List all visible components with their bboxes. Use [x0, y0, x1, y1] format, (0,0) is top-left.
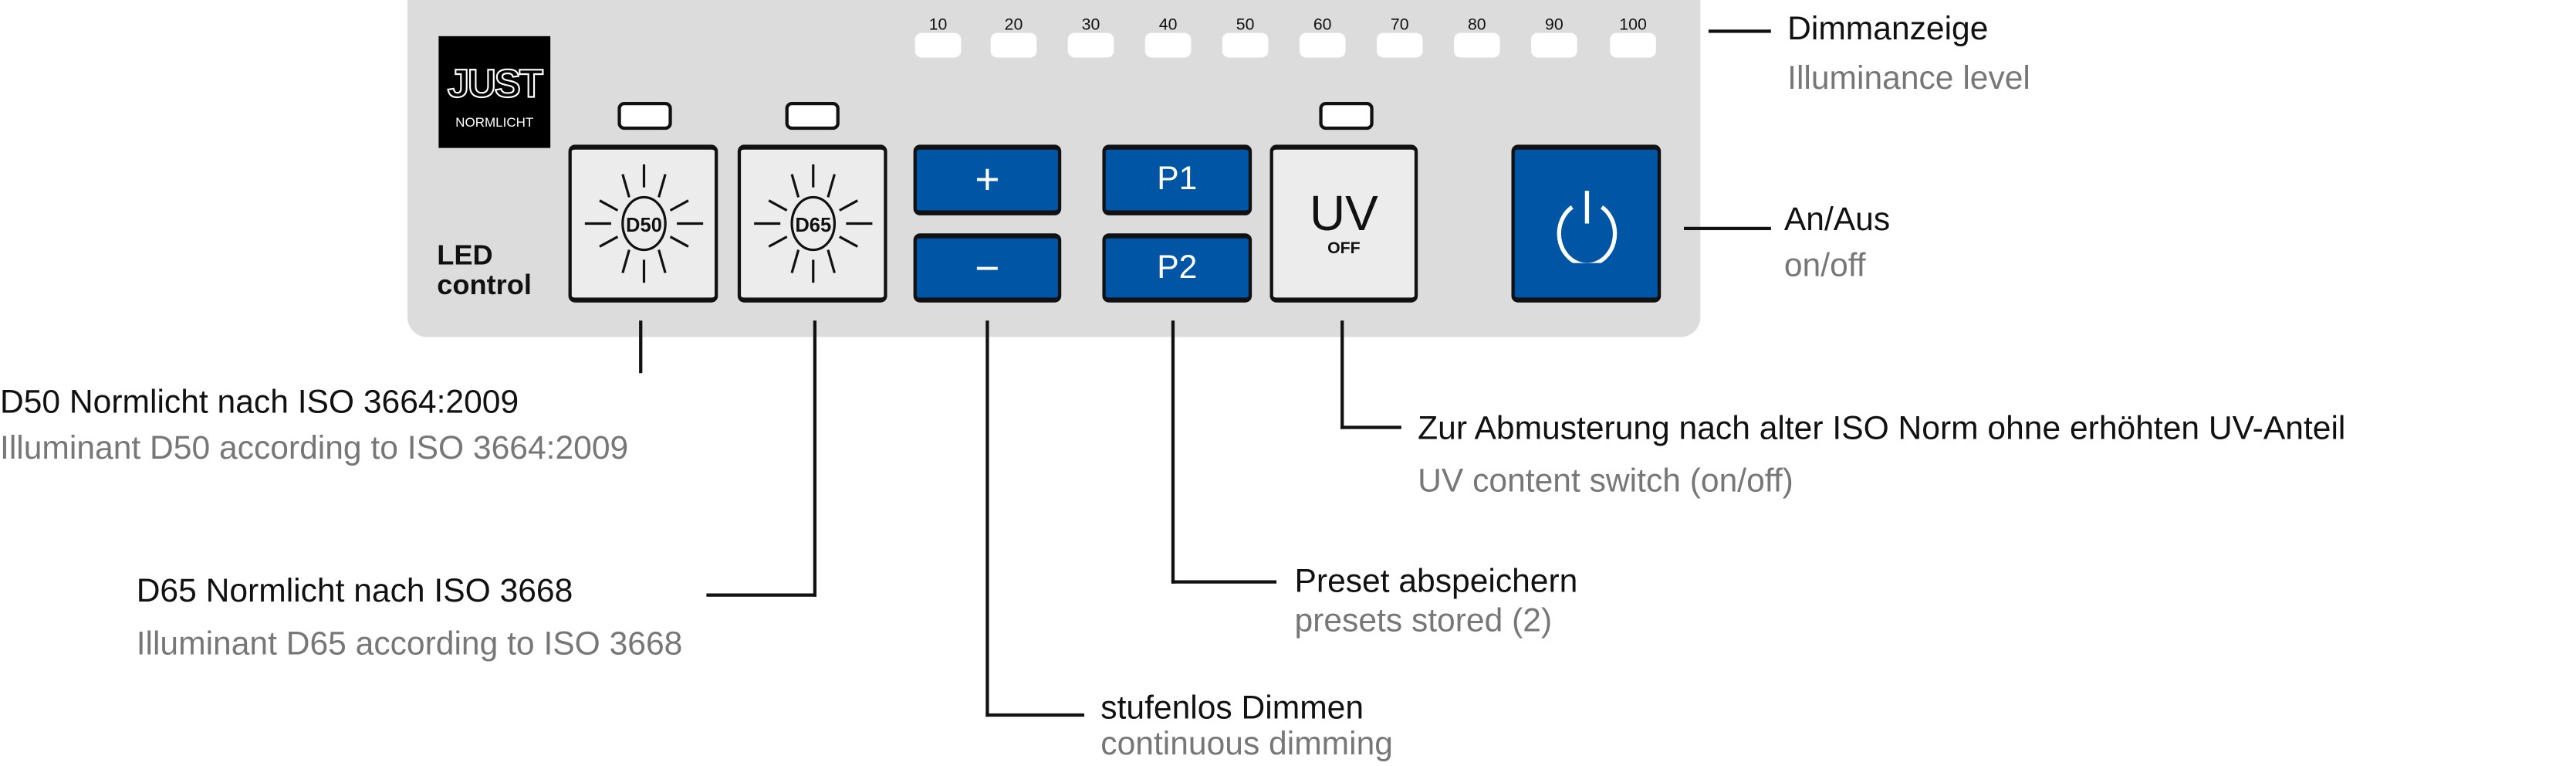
level-label: 10: [928, 16, 948, 35]
level-led: [1067, 32, 1114, 58]
annotation-uv-en: UV content switch (on/off): [1418, 463, 1793, 500]
uv-indicator-led: [1319, 101, 1374, 130]
annotation-preset: Preset abspeichern presets stored (2): [1294, 562, 1577, 641]
connector-line: [1708, 29, 1771, 33]
d65-button[interactable]: D65: [737, 144, 887, 303]
connector-line: [813, 320, 817, 597]
annotation-dimm: Dimmanzeige Illuminance level: [1787, 10, 2030, 99]
annotation-power-de: An/Aus: [1783, 202, 1891, 239]
level-label: 30: [1081, 16, 1100, 35]
dim-up-button[interactable]: +: [913, 144, 1062, 215]
annotation-d65: D65 Normlicht nach ISO 3668 Illuminant D…: [137, 572, 683, 664]
power-button[interactable]: [1511, 144, 1662, 303]
annotation-dimm-de: Dimmanzeige: [1787, 11, 1989, 48]
level-label: 100: [1619, 16, 1647, 35]
connector-line: [1171, 320, 1175, 584]
level-label: 60: [1313, 16, 1332, 35]
power-icon: [1556, 190, 1617, 263]
level-led: [1610, 32, 1656, 58]
connector-line: [1340, 425, 1401, 429]
annotation-uv-de: Zur Abmusterung nach alter ISO Norm ohne…: [1418, 411, 2346, 448]
level-label: 90: [1545, 16, 1564, 35]
annotation-preset-en: presets stored (2): [1294, 603, 1553, 640]
level-led: [990, 32, 1037, 58]
level-label: 80: [1467, 16, 1486, 35]
level-led: [1453, 32, 1500, 58]
led-control-label-line1: LED: [437, 239, 493, 272]
level-led: [1531, 32, 1577, 58]
level-led: [1144, 32, 1192, 58]
led-control-label-line2: control: [437, 269, 532, 301]
level-led: [1222, 32, 1269, 58]
connector-line: [1684, 226, 1771, 231]
connector-line: [1171, 580, 1277, 584]
d50-button[interactable]: D50: [568, 144, 718, 303]
annotation-d65-de: D65 Normlicht nach ISO 3668: [136, 573, 573, 610]
annotation-dimm-en: Illuminance level: [1787, 60, 2030, 97]
annotation-dimming: stufenlos Dimmen continuous dimming: [1100, 690, 1393, 763]
annotation-power-en: on/off: [1783, 248, 1866, 285]
just-normlicht-logo: JUST NORMLICHT: [438, 36, 551, 148]
annotation-preset-de: Preset abspeichern: [1294, 564, 1578, 601]
annotation-d50-en: Illuminant D50 according to ISO 3664:200…: [0, 430, 629, 467]
level-label: 40: [1158, 16, 1178, 35]
uv-state: OFF: [1327, 239, 1361, 258]
connector-line: [985, 713, 1085, 717]
level-label: 70: [1390, 16, 1409, 35]
annotation-uv: Zur Abmusterung nach alter ISO Norm ohne…: [1418, 409, 2345, 501]
connector-line: [639, 320, 643, 374]
level-label: 50: [1236, 16, 1255, 35]
connector-line: [985, 320, 989, 717]
annotation-d50: D50 Normlicht nach ISO 3664:2009 Illumin…: [0, 383, 628, 469]
level-led: [914, 32, 962, 58]
d50-label: D50: [625, 215, 661, 236]
led-control-label: LED control: [437, 239, 532, 301]
annotation-dimming-de: stufenlos Dimmen: [1100, 690, 1364, 727]
dim-down-button[interactable]: −: [913, 233, 1062, 303]
level-led: [1376, 32, 1423, 58]
preset-p1-button[interactable]: P1: [1102, 144, 1253, 215]
annotation-d65-en: Illuminant D65 according to ISO 3668: [136, 626, 683, 663]
level-led: [1299, 32, 1346, 58]
uv-label: UV: [1309, 186, 1378, 241]
sun-icon: D50: [583, 164, 703, 283]
annotation-d50-de: D50 Normlicht nach ISO 3664:2009: [0, 385, 519, 421]
d65-indicator-led: [785, 101, 840, 130]
d65-label: D65: [794, 215, 830, 236]
uv-button[interactable]: UV OFF: [1269, 144, 1418, 303]
connector-line: [706, 593, 817, 597]
level-label: 20: [1004, 16, 1023, 35]
preset-p2-button[interactable]: P2: [1102, 233, 1253, 303]
annotation-dimming-en: continuous dimming: [1100, 726, 1393, 763]
sun-icon: D65: [753, 164, 872, 283]
d50-indicator-led: [617, 101, 672, 130]
connector-line: [1340, 320, 1344, 429]
annotation-power: An/Aus on/off: [1784, 201, 1890, 286]
